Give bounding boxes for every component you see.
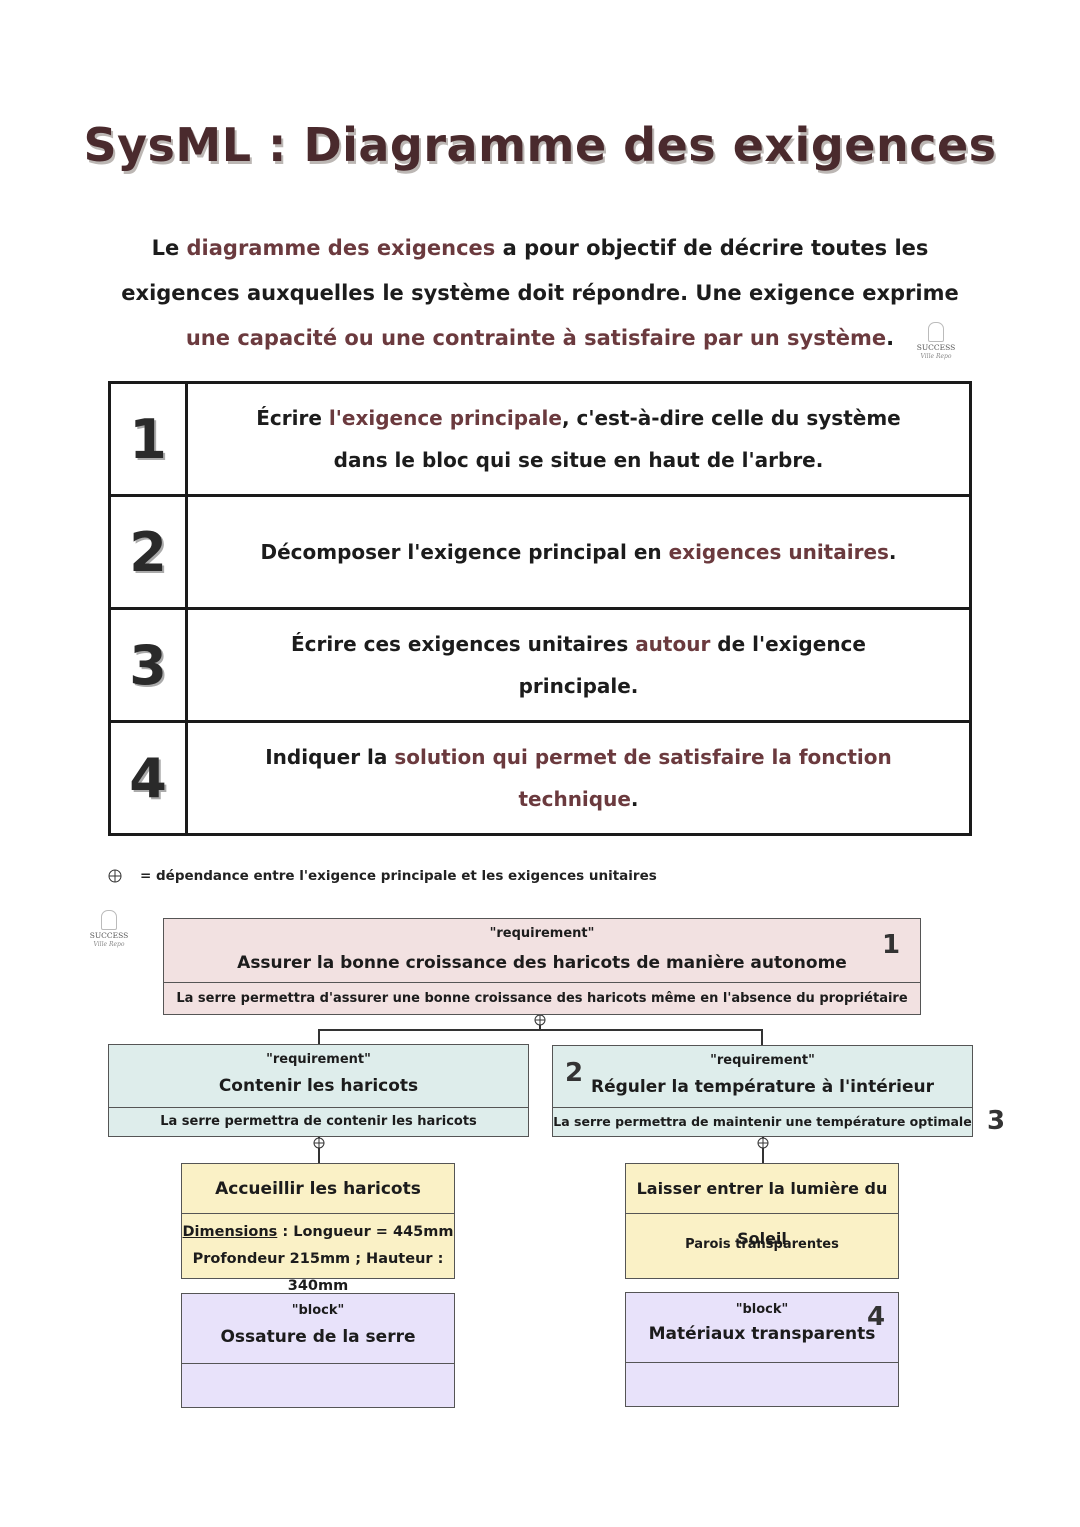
dependency-icon — [757, 1137, 769, 1149]
main-requirement-desc: La serre permettra d'assurer une bonne c… — [176, 991, 908, 1006]
logo-figure-icon — [101, 910, 117, 930]
annotation-number: 4 — [867, 1302, 886, 1332]
left-requirement-header: "requirement" Contenir les haricots — [109, 1045, 528, 1108]
intro-text: Le — [151, 236, 187, 260]
right-requirement-name: Réguler la température à l'intérieur — [591, 1077, 934, 1097]
main-requirement-block: "requirement" Assurer la bonne croissanc… — [163, 918, 921, 1015]
dependency-symbol-icon — [108, 869, 122, 883]
right-requirement-header: "requirement" Réguler la température à l… — [553, 1046, 972, 1108]
dimensions-label: Dimensions — [182, 1224, 278, 1240]
left-function-desc: Dimensions : Longueur = 445mm Profondeur… — [182, 1214, 454, 1300]
step-row: 1 Écrire l'exigence principale, c'est-à-… — [108, 381, 972, 497]
logo-tagline: Ville Repo — [93, 941, 125, 948]
main-requirement-header: "requirement" Assurer la bonne croissanc… — [164, 919, 920, 983]
left-block-name: Ossature de la serre — [220, 1327, 416, 1347]
legend-text: = dépendance entre l'exigence principale… — [140, 868, 657, 884]
left-function-header: Accueillir les haricots — [182, 1164, 454, 1214]
step-text: Écrire l'exigence principale, c'est-à-di… — [185, 381, 972, 497]
step-row: 4 Indiquer la solution qui permet de sat… — [108, 720, 972, 836]
right-function-name: Laisser entrer la lumière du Soleil — [636, 1179, 888, 1248]
step-text: Décomposer l'exigence principal en exige… — [185, 494, 972, 610]
logo-figure-icon — [928, 322, 944, 342]
step-number: 1 — [108, 381, 188, 497]
block-stereotype: "block" — [291, 1303, 345, 1318]
step-number: 4 — [108, 720, 188, 836]
requirement-stereotype: "requirement" — [489, 926, 595, 941]
left-requirement-block: "requirement" Contenir les haricots La s… — [108, 1044, 529, 1137]
intro-highlight: une capacité ou une contrainte à satisfa… — [185, 326, 887, 350]
right-function-header: Laisser entrer la lumière du Soleil — [626, 1164, 898, 1248]
connector-line — [318, 1136, 320, 1164]
block-stereotype: "block" — [735, 1302, 789, 1317]
dimensions-value: Profondeur 215mm ; Hauteur : 340mm — [192, 1251, 444, 1294]
steps-table: 1 Écrire l'exigence principale, c'est-à-… — [108, 381, 972, 836]
page-title: SysML : Diagramme des exigences — [83, 118, 997, 172]
right-block-header: "block" Matériaux transparents — [626, 1293, 898, 1363]
success-logo: SUCCESS Ville Repo — [911, 322, 961, 360]
step-row: 3 Écrire ces exigences unitaires autour … — [108, 607, 972, 723]
connector-line — [762, 1136, 764, 1164]
right-requirement-desc: La serre permettra de maintenir une temp… — [553, 1114, 972, 1129]
requirement-stereotype: "requirement" — [266, 1052, 371, 1067]
legend: = dépendance entre l'exigence principale… — [108, 868, 657, 884]
left-function-name: Accueillir les haricots — [215, 1179, 421, 1199]
step-row: 2 Décomposer l'exigence principal en exi… — [108, 494, 972, 610]
intro-highlight: diagramme des exigences — [186, 236, 496, 260]
left-requirement-desc: La serre permettra de contenir les haric… — [160, 1114, 477, 1129]
right-function-block: Laisser entrer la lumière du Soleil Paro… — [625, 1163, 899, 1279]
step-text: Indiquer la solution qui permet de satis… — [185, 720, 972, 836]
intro-text: a pour objectif de décrire toutes les ex… — [121, 236, 959, 305]
step-number: 3 — [108, 607, 188, 723]
logo-name: SUCCESS — [89, 931, 129, 940]
annotation-number: 1 — [882, 930, 901, 960]
requirement-stereotype: "requirement" — [710, 1053, 815, 1068]
step-number: 2 — [108, 494, 188, 610]
left-function-block: Accueillir les haricots Dimensions : Lon… — [181, 1163, 455, 1294]
dependency-icon — [313, 1137, 325, 1149]
annotation-number: 3 — [987, 1106, 1006, 1136]
dependency-icon — [534, 1014, 546, 1026]
left-requirement-name: Contenir les haricots — [218, 1076, 419, 1096]
main-requirement-name: Assurer la bonne croissance des haricots… — [237, 953, 847, 973]
dimensions-value: : Longueur = 445mm — [277, 1224, 454, 1240]
right-block-name: Matériaux transparents — [648, 1324, 876, 1344]
intro-paragraph: Le diagramme des exigences a pour object… — [115, 226, 965, 361]
connector-line — [318, 1029, 320, 1045]
right-requirement-block: "requirement" Réguler la température à l… — [552, 1045, 973, 1137]
connector-line — [761, 1029, 763, 1046]
step-text: Écrire ces exigences unitaires autour de… — [185, 607, 972, 723]
connector-line — [318, 1029, 762, 1031]
right-block: "block" Matériaux transparents — [625, 1292, 899, 1407]
logo-name: SUCCESS — [916, 343, 956, 352]
left-block-header: "block" Ossature de la serre — [182, 1294, 454, 1364]
intro-text: . — [886, 326, 895, 350]
annotation-number: 2 — [565, 1058, 584, 1088]
left-block: "block" Ossature de la serre — [181, 1293, 455, 1408]
success-logo: SUCCESS Ville Repo — [84, 910, 134, 948]
logo-tagline: Ville Repo — [920, 353, 952, 360]
right-function-desc: Parois transparentes — [685, 1237, 839, 1252]
